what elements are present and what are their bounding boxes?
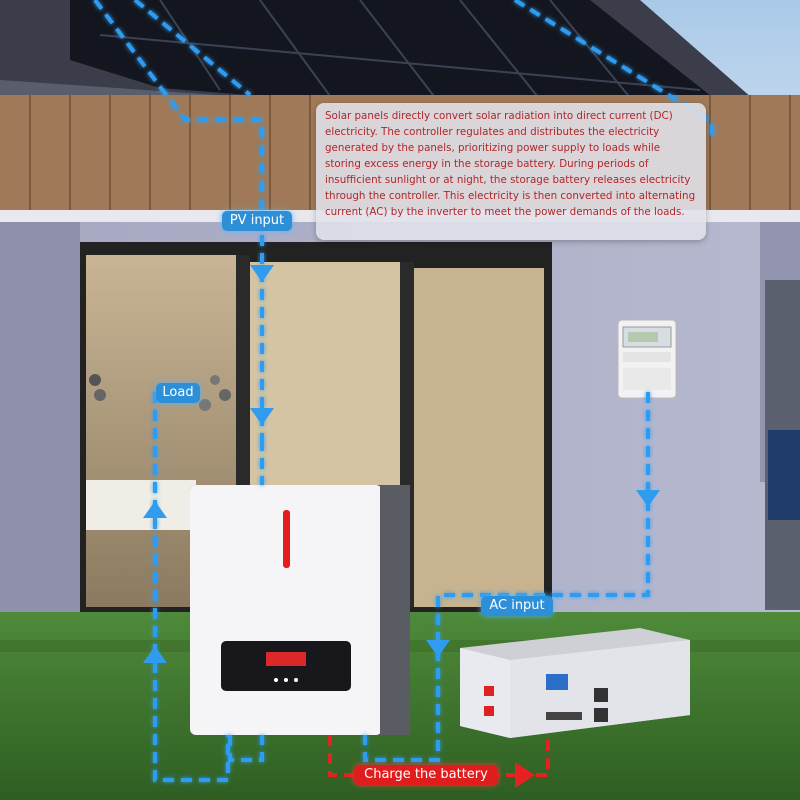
inverter-led-bar <box>283 510 290 568</box>
hybrid-inverter <box>190 485 410 735</box>
ac-arrow-1 <box>636 490 660 507</box>
load-arrow-2 <box>143 646 167 663</box>
lifepo4-battery <box>460 628 690 738</box>
battery-lcd <box>546 674 568 690</box>
flow-arrows-blue <box>143 265 660 663</box>
load-label: Load <box>156 383 200 403</box>
load-flow-line <box>153 392 230 782</box>
pv-arrow-2 <box>250 408 274 425</box>
charge-battery-label: Charge the battery <box>354 765 498 785</box>
pv-arrow-1 <box>250 265 274 282</box>
description-panel: Solar panels directly convert solar radi… <box>316 103 706 240</box>
electricity-meter <box>617 319 677 399</box>
load-arrow-1 <box>143 501 167 518</box>
garage-car <box>765 280 800 610</box>
ac-arrow-2 <box>426 640 450 657</box>
ac-flow-line <box>363 392 650 762</box>
pv-input-label: PV input <box>222 211 292 231</box>
charge-arrow <box>515 762 535 788</box>
ac-input-label: AC input <box>481 596 553 616</box>
